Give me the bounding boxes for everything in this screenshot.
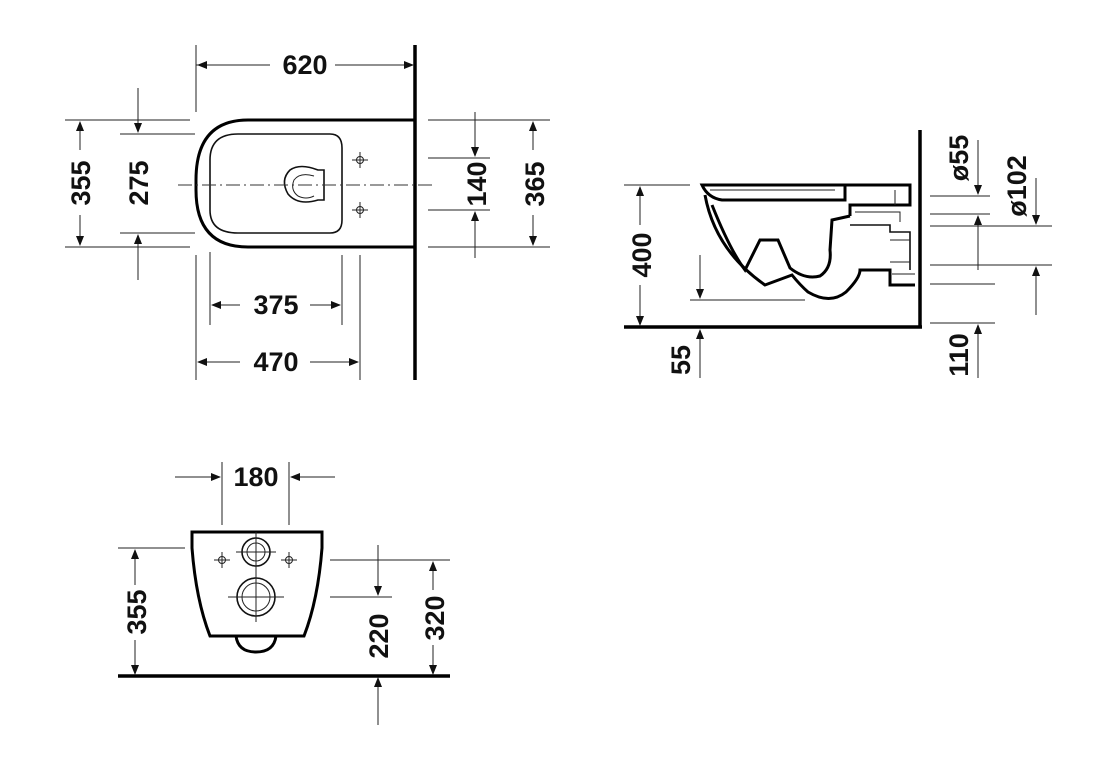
rear-outlet — [234, 635, 278, 654]
bowl-outline — [194, 118, 415, 249]
top-view: 620 355 275 140 365 375 470 — [65, 45, 550, 380]
dim-320: 320 — [420, 595, 450, 640]
dim-dia102: ø102 — [1002, 155, 1032, 217]
rear-fixing-left — [214, 552, 230, 568]
side-view: 400 55 ø55 ø102 110 — [624, 130, 1052, 378]
dim-55: 55 — [666, 345, 696, 375]
dim-400: 400 — [627, 232, 657, 277]
dim-620: 620 — [282, 50, 327, 80]
dim-355-rear: 355 — [122, 589, 152, 634]
dim-275: 275 — [124, 160, 154, 205]
dim-140: 140 — [462, 161, 492, 206]
bowl-rim — [209, 133, 343, 234]
rear-fixing-right — [281, 552, 297, 568]
drain-inner — [292, 174, 315, 199]
dim-110: 110 — [944, 333, 974, 377]
dim-dia55: ø55 — [944, 135, 974, 182]
fixing-hole-lower — [352, 202, 368, 218]
dim-220: 220 — [364, 613, 394, 658]
rear-view: 180 355 220 320 — [118, 462, 450, 725]
seat-lid — [699, 183, 847, 202]
rear-inlet-upper — [236, 532, 276, 572]
dim-365: 365 — [520, 161, 550, 206]
fixing-hole-upper — [352, 152, 368, 168]
bowl-trap — [710, 204, 851, 279]
rear-body — [190, 530, 324, 638]
drain-shape — [283, 165, 325, 203]
bowl-body — [703, 194, 915, 300]
dim-375: 375 — [253, 290, 298, 320]
dim-180: 180 — [233, 462, 278, 492]
dim-470: 470 — [253, 347, 298, 377]
rear-outlet-circle — [228, 572, 284, 622]
dim-355-top: 355 — [66, 160, 96, 205]
